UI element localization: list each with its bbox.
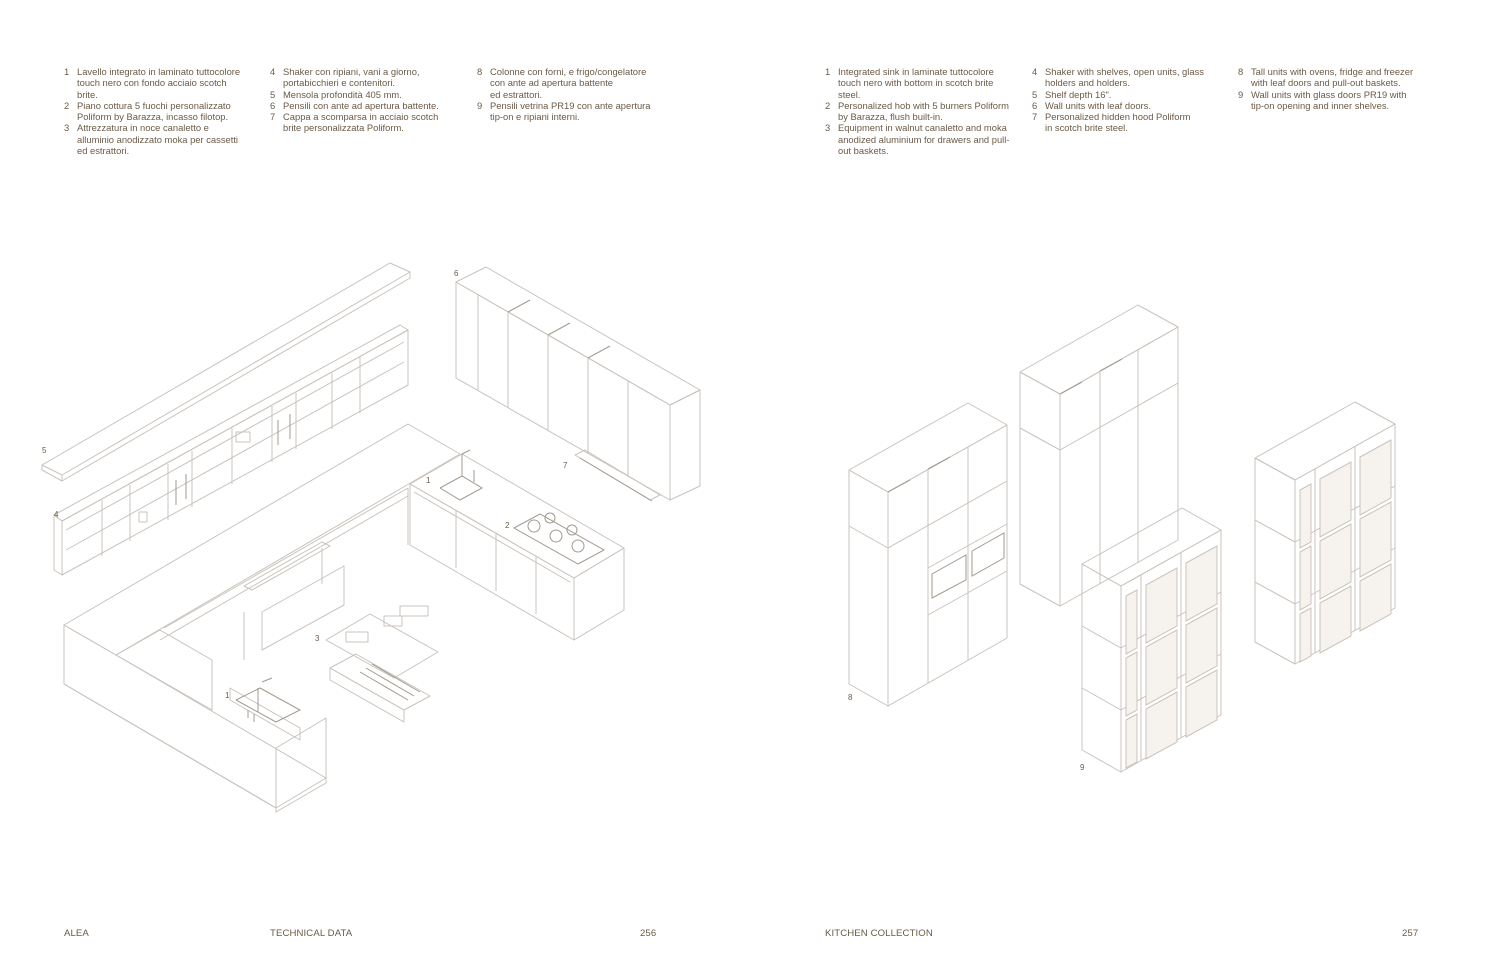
peninsula-drawing [409,449,625,641]
callout-7: 7 [563,461,568,470]
page-number-left: 256 [640,928,657,939]
hood-drawing [574,449,661,502]
footer-section: TECHNICAL DATA [270,928,353,939]
callout-8: 8 [848,693,853,702]
footer-brand: ALEA [64,928,89,939]
glass-units-right-drawing [1254,401,1396,665]
callout-1-island: 1 [225,691,230,700]
kitchen-island-drawing [63,423,461,813]
footer-collection: KITCHEN COLLECTION [825,928,933,939]
shelf-drawing [41,262,411,482]
callout-2: 2 [505,521,510,530]
tall-columns-drawing [848,402,1008,707]
glass-units-front-drawing [1081,507,1222,773]
drawer-equipment-drawing [325,605,439,723]
callout-5: 5 [42,446,47,455]
page-number-right: 257 [1402,928,1419,939]
callout-3: 3 [315,634,320,643]
callout-4: 4 [54,510,59,519]
shaker-unit-drawing [53,324,409,576]
callout-9: 9 [1080,763,1085,772]
tall-tower-drawing [1019,304,1179,607]
callout-1-sink: 1 [426,476,431,485]
callout-6: 6 [454,269,459,278]
wall-units-drawing [455,266,701,501]
